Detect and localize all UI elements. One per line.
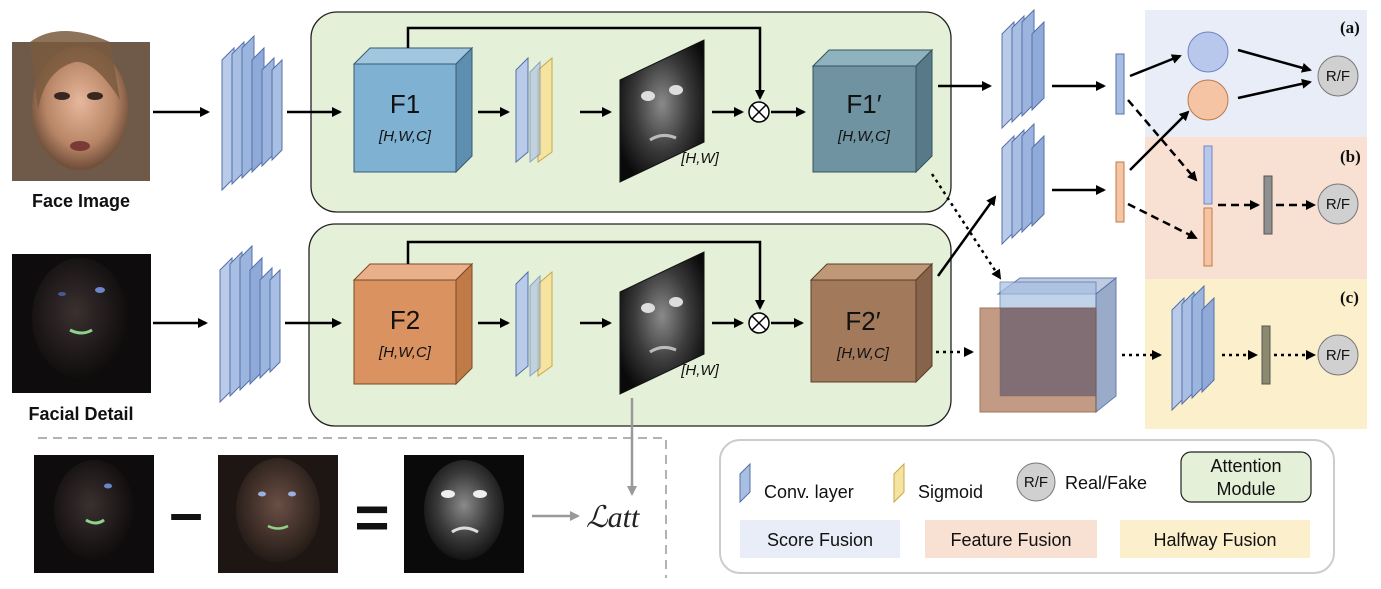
f1-prime-dims: [H,W,C] — [837, 128, 891, 145]
legend-conv-icon — [739, 462, 751, 504]
loss-att-label: ℒatt — [586, 501, 640, 534]
panel-c-label: (c) — [1340, 288, 1359, 307]
legend-feature-fusion-swatch — [925, 520, 1097, 558]
attention-map-bottom — [619, 251, 705, 395]
fused-vector-c — [1261, 325, 1271, 385]
rf-label-b: R/F — [1326, 196, 1350, 213]
face-image — [12, 31, 150, 181]
conv-sigmoid-bottom — [515, 270, 553, 378]
f2-prime-cube — [809, 262, 934, 384]
score-circle-blue — [1187, 31, 1229, 73]
feature-vector-2 — [1115, 161, 1125, 223]
f2-label: F2 — [390, 305, 420, 335]
loss-region-border — [38, 437, 667, 578]
legend-attention-line2: Module — [1216, 479, 1275, 499]
f1-label: F1 — [390, 89, 420, 119]
loss-image-detail — [34, 455, 154, 573]
conv-stack-face — [221, 34, 283, 192]
legend-sigmoid-icon — [893, 462, 905, 504]
legend-attention-line1: Attention — [1210, 456, 1281, 476]
equals-sign: = — [354, 484, 389, 551]
legend-halfway-fusion-swatch — [1120, 520, 1310, 558]
f2-prime-label: F2′ — [845, 306, 880, 336]
f2-prime-dims: [H,W,C] — [836, 345, 890, 362]
halfway-combined-cube — [979, 276, 1118, 414]
rf-label-a: R/F — [1326, 68, 1350, 85]
conv-stack-detail — [219, 244, 281, 404]
map-dims-bottom: [H,W] — [680, 362, 719, 379]
loss-image-reconstruction — [218, 455, 338, 573]
f2-cube — [352, 262, 474, 386]
fused-vector-b — [1263, 175, 1273, 235]
f1-prime-label: F1′ — [846, 89, 881, 119]
f1-dims: [H,W,C] — [378, 128, 432, 145]
legend-rf-symbol: R/F — [1024, 474, 1048, 491]
legend-sigmoid-label: Sigmoid — [918, 482, 983, 502]
feature-vector-1 — [1115, 53, 1125, 115]
attention-map-top — [619, 39, 705, 183]
rf-circle-c — [1317, 334, 1359, 376]
multiply-icon-top — [748, 101, 770, 123]
rf-circle-a — [1317, 55, 1359, 97]
conv-sigmoid-top — [515, 56, 553, 164]
legend-real-fake-label: Real/Fake — [1065, 473, 1147, 493]
rf-circle-b — [1317, 183, 1359, 225]
legend-attention-module-icon — [1180, 451, 1312, 503]
concat-vector-blue — [1203, 145, 1213, 205]
map-dims-top: [H,W] — [680, 150, 719, 167]
facial-detail-image — [12, 254, 151, 393]
conv-stack-branch2 — [1001, 122, 1045, 246]
conv-stack-branch1 — [1001, 8, 1045, 130]
f1-cube — [352, 46, 474, 174]
panel-a-label: (a) — [1340, 18, 1360, 37]
multiply-icon-bottom — [748, 312, 770, 334]
legend-rf-icon — [1016, 462, 1056, 502]
concat-vector-orange — [1203, 207, 1213, 267]
f2-dims: [H,W,C] — [378, 344, 432, 361]
minus-sign: – — [169, 479, 202, 546]
conv-stack-halfway — [1171, 284, 1215, 412]
legend-conv-label: Conv. layer — [764, 482, 854, 502]
legend-halfway-fusion-label: Halfway Fusion — [1153, 530, 1276, 550]
score-circle-orange — [1187, 79, 1229, 121]
panel-b-label: (b) — [1340, 147, 1361, 166]
loss-image-difference — [404, 455, 524, 573]
facial-detail-label: Facial Detail — [28, 404, 133, 424]
legend-score-fusion-swatch — [740, 520, 900, 558]
f1-prime-cube — [811, 48, 934, 174]
legend-score-fusion-label: Score Fusion — [767, 530, 873, 550]
face-image-label: Face Image — [32, 191, 130, 211]
rf-label-c: R/F — [1326, 347, 1350, 364]
legend-feature-fusion-label: Feature Fusion — [950, 530, 1071, 550]
